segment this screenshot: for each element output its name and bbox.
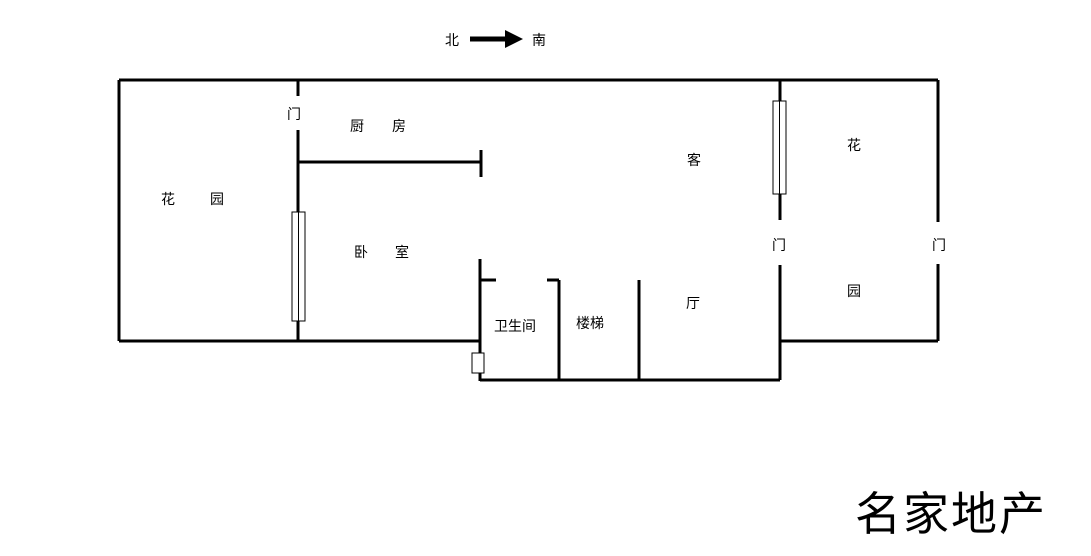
stairs-label: 楼梯 [576,316,604,332]
compass-south-label: 南 [532,33,546,49]
compass-arrow-icon [470,30,523,48]
kitchen-label-2: 房 [392,119,406,135]
kitchen-label-1: 厨 [350,119,364,135]
garden-north-label-2: 园 [210,192,224,208]
door-label-garden: 门 [932,238,946,254]
bedroom-label-2: 室 [395,245,409,261]
window-east [772,100,787,195]
door-label-kitchen: 门 [287,107,301,123]
bathroom-label: 卫生间 [494,319,536,335]
living-label-1: 客 [687,153,701,169]
living-label-2: 厅 [686,296,700,312]
bedroom-label-1: 卧 [354,245,368,261]
compass-north-label: 北 [445,33,459,49]
garden-south-label-2: 园 [847,284,861,300]
window-west [291,211,306,322]
door-label-living: 门 [772,238,786,254]
garden-south-label-1: 花 [847,138,861,154]
window-bathroom [471,352,485,374]
logo: 名家地产 [855,487,1047,541]
garden-north-label-1: 花 [161,192,175,208]
